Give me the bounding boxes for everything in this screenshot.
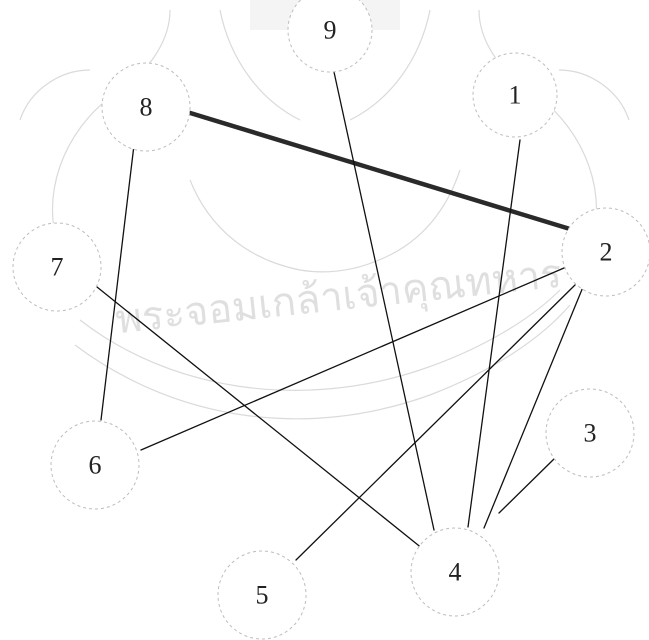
- node-3: 3: [546, 389, 634, 477]
- node-3-label: 3: [584, 419, 597, 448]
- node-7-label: 7: [51, 253, 64, 282]
- node-4: 4: [411, 528, 499, 616]
- node-6: 6: [51, 421, 139, 509]
- node-4-label: 4: [449, 558, 462, 587]
- node-5: 5: [218, 551, 306, 639]
- node-5-label: 5: [256, 581, 269, 610]
- edge-2-5: [296, 285, 575, 560]
- node-7: 7: [13, 223, 101, 311]
- node-1: 1: [473, 53, 557, 137]
- node-6-label: 6: [89, 451, 102, 480]
- node-2: 2: [562, 208, 649, 296]
- node-8-label: 8: [140, 93, 153, 122]
- node-8: 8: [102, 63, 190, 151]
- edge-3-4: [499, 458, 555, 513]
- node-9: 9: [288, 0, 372, 72]
- node-2-label: 2: [600, 238, 613, 267]
- node-1-label: 1: [509, 81, 522, 110]
- node-9-label: 9: [324, 16, 337, 45]
